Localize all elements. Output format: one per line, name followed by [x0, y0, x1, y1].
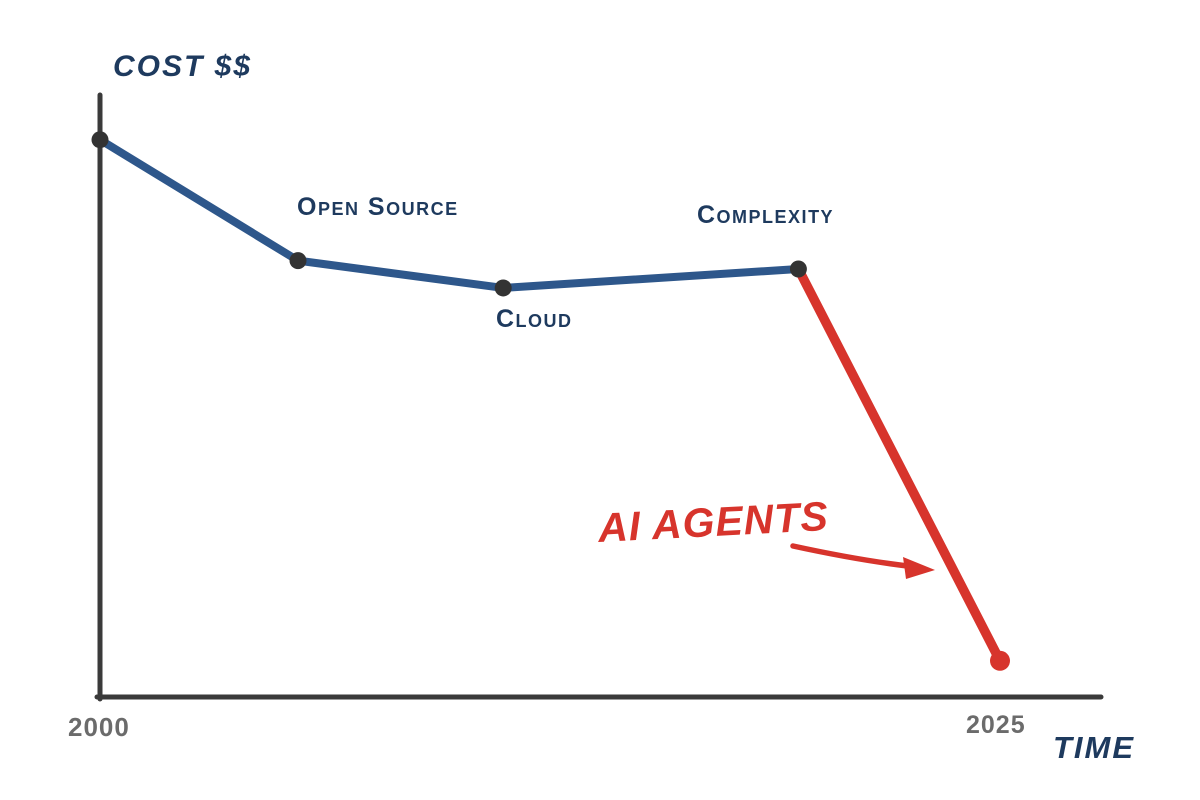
- ai-agents-arrowhead-icon: [903, 557, 935, 579]
- point-label-open-source: Open Source: [297, 193, 459, 221]
- x-tick-2025: 2025: [966, 711, 1026, 739]
- data-point-ai-end: [990, 650, 1010, 671]
- data-point: [91, 131, 109, 149]
- x-tick-2000: 2000: [68, 712, 130, 742]
- data-point: [289, 252, 307, 270]
- data-point: [789, 260, 807, 278]
- ai-agents-arrow: [790, 543, 919, 570]
- ai-agents-cost-line: [793, 264, 1005, 666]
- y-axis-label: COST $$: [113, 50, 253, 83]
- x-axis-label: TIME: [1053, 730, 1136, 765]
- traditional-software-cost-line: [96, 135, 803, 292]
- point-label-cloud: Cloud: [496, 305, 573, 333]
- data-point: [494, 279, 512, 297]
- point-label-complexity: Complexity: [697, 201, 835, 229]
